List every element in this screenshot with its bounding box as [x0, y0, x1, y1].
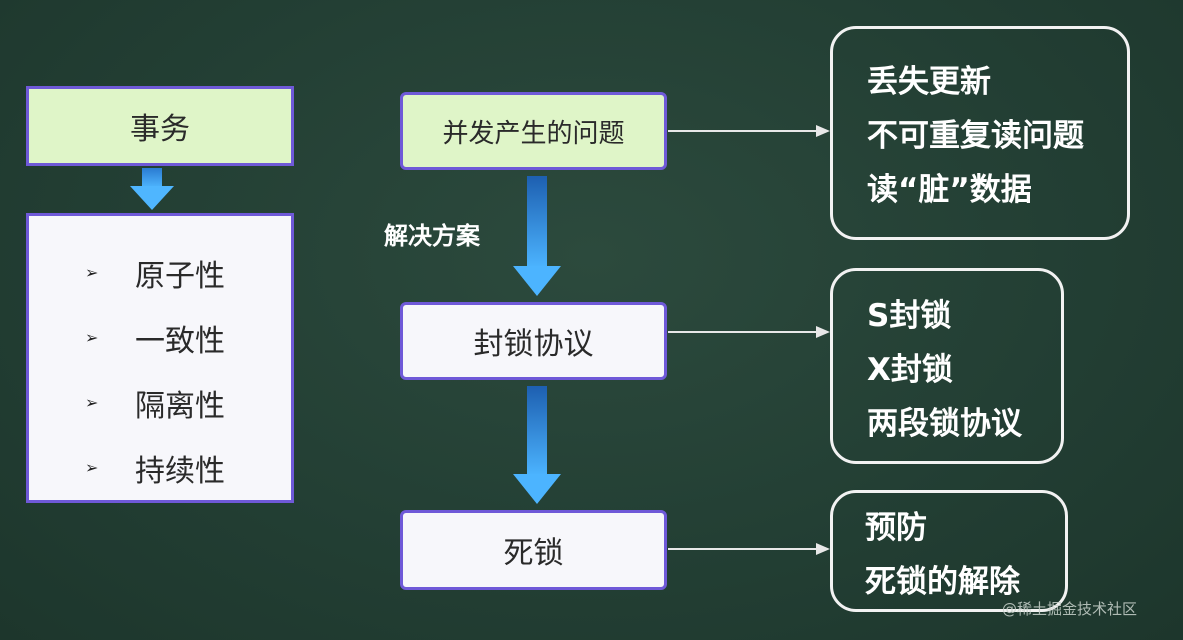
- lock-item: X封锁: [867, 352, 953, 388]
- arrow-bullet-icon: ➢: [85, 393, 99, 412]
- transaction-title-box: 事务: [26, 86, 294, 166]
- lock-protocol-box: 封锁协议: [400, 302, 667, 380]
- property-label: 一致性: [135, 323, 225, 359]
- deadlock-solution-item: 死锁的解除: [865, 564, 1020, 600]
- property-label: 隔离性: [135, 388, 225, 424]
- deadlock-label: 死锁: [503, 536, 564, 571]
- concurrency-problems-box: 并发产生的问题: [400, 92, 667, 170]
- transaction-properties-box: ➢ 原子性 ➢ 一致性 ➢ 隔离性 ➢ 持续性: [26, 213, 294, 503]
- watermark: @稀土掘金技术社区: [1002, 600, 1138, 618]
- concurrency-problems-label: 并发产生的问题: [442, 118, 625, 149]
- solution-label: 解决方案: [384, 222, 480, 250]
- deadlock-solutions-box: 预防 死锁的解除: [830, 490, 1068, 612]
- property-label: 持续性: [135, 453, 225, 489]
- problem-item: 不可重复读问题: [867, 118, 1084, 154]
- property-label: 原子性: [135, 258, 225, 294]
- deadlock-box: 死锁: [400, 510, 667, 590]
- connector-locks: [668, 326, 830, 338]
- arrow-bullet-icon: ➢: [85, 328, 99, 347]
- arrow-bullet-icon: ➢: [85, 458, 99, 477]
- connector-problems: [668, 125, 830, 137]
- problem-item: 读“脏”数据: [867, 172, 1032, 208]
- lock-protocol-label: 封锁协议: [473, 327, 594, 362]
- arrow-bullet-icon: ➢: [85, 263, 99, 282]
- lock-item: S封锁: [867, 298, 952, 334]
- property-item: ➢ 一致性: [85, 305, 225, 370]
- transaction-title: 事务: [130, 112, 190, 147]
- connector-deadlock: [668, 543, 830, 555]
- property-item: ➢ 原子性: [85, 240, 225, 305]
- property-item: ➢ 持续性: [85, 435, 225, 500]
- deadlock-solution-item: 预防: [865, 510, 927, 546]
- locks-box: S封锁 X封锁 两段锁协议: [830, 268, 1064, 464]
- property-item: ➢ 隔离性: [85, 370, 225, 435]
- problem-item: 丢失更新: [867, 64, 991, 100]
- lock-item: 两段锁协议: [867, 406, 1022, 442]
- transaction-down-arrow: [130, 168, 174, 210]
- problems-box: 丢失更新 不可重复读问题 读“脏”数据: [830, 26, 1130, 240]
- deadlock-down-arrow: [513, 386, 561, 504]
- solution-down-arrow: [513, 176, 561, 296]
